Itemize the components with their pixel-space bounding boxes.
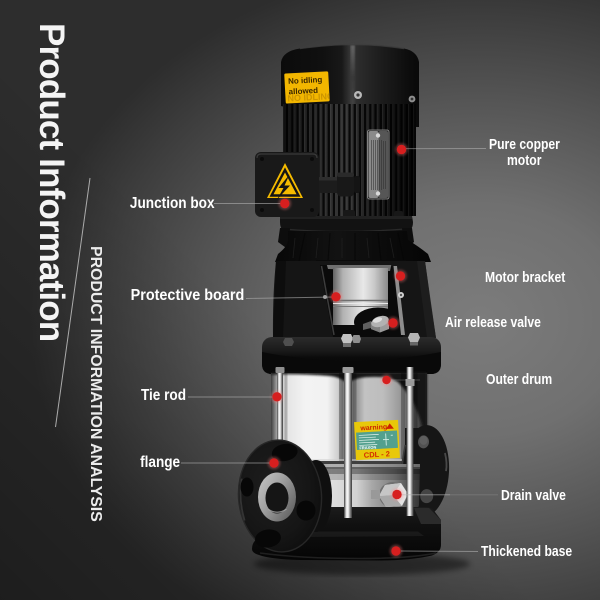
svg-text:NO IDLING: NO IDLING [287, 91, 334, 103]
svg-text:warning: warning [359, 424, 387, 432]
svg-text:FRAXON: FRAXON [359, 445, 376, 451]
svg-text:CDL - 2: CDL - 2 [364, 449, 391, 459]
svg-text:No idling: No idling [288, 75, 323, 86]
svg-text:allowed: allowed [288, 86, 318, 97]
